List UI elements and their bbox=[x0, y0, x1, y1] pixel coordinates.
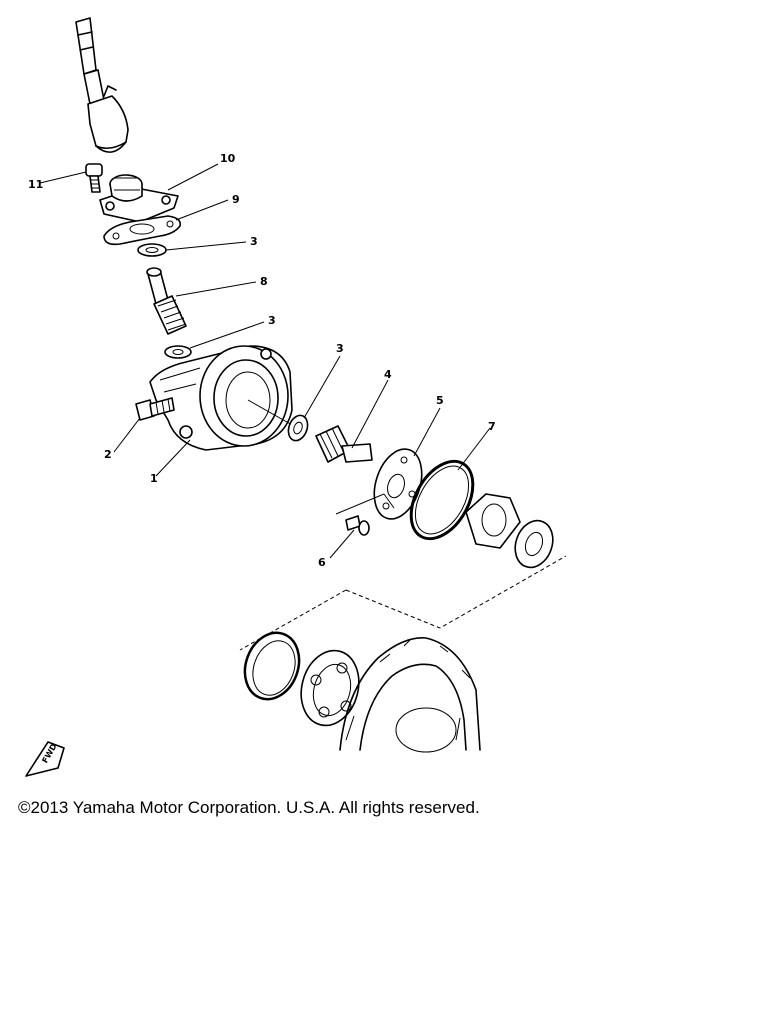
wheel-hub bbox=[339, 637, 481, 753]
callout-8: 8 bbox=[260, 275, 268, 288]
part-2-bolt bbox=[135, 397, 175, 421]
part-3-washer-right bbox=[287, 414, 309, 442]
speedometer-cable bbox=[75, 17, 129, 153]
callout-3-middle: 3 bbox=[268, 314, 276, 327]
bearing bbox=[300, 649, 360, 727]
part-8-gear-shaft bbox=[146, 267, 187, 335]
callout-3-upper: 3 bbox=[250, 235, 258, 248]
part-1-housing bbox=[149, 345, 293, 451]
callout-9: 9 bbox=[232, 193, 240, 206]
exploded-parts-diagram: FWD 11 10 9 3 8 3 3 4 5 7 2 1 6 bbox=[25, 17, 567, 777]
circlip bbox=[243, 631, 301, 701]
callout-10: 10 bbox=[220, 152, 236, 165]
callout-7: 7 bbox=[488, 420, 496, 433]
copyright-notice: ©2013 Yamaha Motor Corporation. U.S.A. A… bbox=[18, 798, 480, 817]
callout-5: 5 bbox=[436, 394, 444, 407]
callout-11: 11 bbox=[28, 178, 43, 191]
part-11-bolt bbox=[85, 163, 103, 193]
front-direction-marker: FWD bbox=[25, 741, 65, 777]
part-4-driven-gear bbox=[315, 425, 373, 463]
part-10-flange bbox=[99, 174, 179, 223]
callout-2: 2 bbox=[104, 448, 112, 461]
part-3-washer-upper bbox=[137, 243, 167, 257]
part-6-screw bbox=[345, 515, 370, 536]
callout-1: 1 bbox=[150, 472, 158, 485]
part-3-washer-middle bbox=[164, 345, 192, 359]
lock-washer bbox=[514, 519, 554, 569]
callout-3-right: 3 bbox=[336, 342, 344, 355]
lock-nut bbox=[465, 493, 521, 549]
part-9-gasket bbox=[103, 215, 182, 246]
callout-4: 4 bbox=[384, 368, 392, 381]
callout-6: 6 bbox=[318, 556, 326, 569]
